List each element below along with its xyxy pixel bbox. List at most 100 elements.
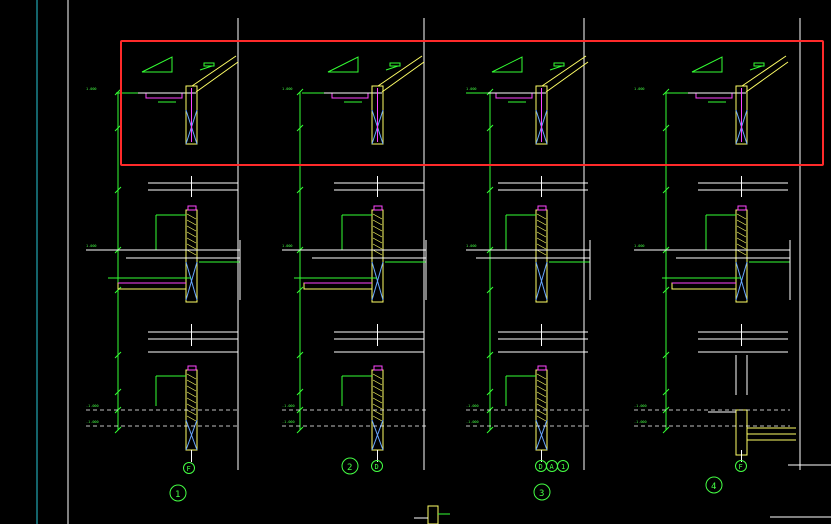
hatch: [536, 373, 547, 380]
dimension-tick: [486, 426, 494, 434]
slope-triangle: [491, 56, 523, 73]
elevation-label-middle: 1.000: [282, 244, 293, 248]
dimension-tick: [296, 88, 304, 96]
dimension-tick: [296, 124, 304, 132]
wall-section-bottom: [735, 409, 748, 456]
elevation-label-bottom-b: -1.000: [466, 420, 479, 424]
slope-triangle: [141, 56, 173, 73]
elevation-label-middle: 1.000: [634, 244, 645, 248]
dimension-tick: [296, 186, 304, 194]
elevation-label-bottom-b: -1.000: [86, 420, 99, 424]
hatch: [186, 391, 197, 398]
dimension-tick: [296, 388, 304, 396]
hatch: [186, 373, 197, 380]
leader-line: [749, 65, 763, 71]
coping: [187, 205, 197, 211]
hatch: [536, 415, 547, 422]
hatch: [186, 237, 197, 244]
axis-mark-f-1-label: F: [187, 465, 191, 473]
roof-slope-line: [195, 61, 239, 93]
dimension-tick: [662, 124, 670, 132]
hatch: [372, 385, 383, 392]
wall-section-top: [371, 85, 384, 145]
section-mark-1-label: 1: [175, 490, 180, 500]
rebar: [535, 419, 548, 451]
slab-top: [695, 92, 733, 99]
hatch: [372, 213, 383, 220]
hatch: [372, 391, 383, 398]
rebar: [185, 419, 198, 451]
elevation-label-top: 1.000: [634, 87, 645, 91]
hatch: [186, 409, 197, 416]
wall-section-top: [735, 85, 748, 145]
leader-line: [385, 65, 399, 71]
coping: [187, 365, 197, 371]
rebar: [535, 261, 548, 301]
elevation-label-middle: 1.000: [86, 244, 97, 248]
dimension-tick: [662, 388, 670, 396]
hatch: [186, 219, 197, 226]
dimension-tick: [486, 286, 494, 294]
section-mark-2-label: 2: [347, 463, 352, 473]
hatch: [736, 237, 747, 244]
dimension-tick: [662, 286, 670, 294]
hatch: [736, 225, 747, 232]
note-tag: [753, 62, 765, 67]
elevation-label-top: 1.000: [86, 87, 97, 91]
rebar: [735, 261, 748, 301]
roof-slope-line: [381, 61, 425, 93]
section-mark-4-label: 4: [711, 482, 716, 492]
note-tag: [203, 62, 215, 67]
coping: [373, 365, 383, 371]
hatch: [372, 403, 383, 410]
hatch: [536, 409, 547, 416]
roof-slope-line: [377, 55, 423, 87]
rebar: [371, 261, 384, 301]
hatch: [536, 379, 547, 386]
hatch: [372, 243, 383, 250]
hatch: [186, 213, 197, 220]
grid-separators: [237, 18, 801, 470]
hatch: [536, 213, 547, 220]
dimension-tick: [662, 426, 670, 434]
note-tag: [389, 62, 401, 67]
section-markers: 1 2 3 4 F D D A 1 F: [169, 457, 747, 502]
roof-slope-line: [541, 55, 587, 87]
hatch: [186, 249, 197, 256]
slab-top: [495, 92, 533, 99]
hatch: [536, 219, 547, 226]
hatch: [536, 231, 547, 238]
axis-mark-f-4: [735, 460, 747, 472]
elevation-label-bottom-b: -1.000: [282, 420, 295, 424]
roof-slope-line: [545, 61, 589, 93]
detail-columns: 1.0001.000-1.000-1.0001.0001.000-1.000-1…: [86, 55, 796, 462]
coping: [537, 365, 547, 371]
hatch: [186, 243, 197, 250]
dimension-tick: [486, 124, 494, 132]
elevation-label-top: 1.000: [466, 87, 477, 91]
section-mark-1: [169, 484, 187, 502]
dimension-tick: [114, 351, 122, 359]
section-mark-4: [705, 476, 723, 494]
hatch: [186, 415, 197, 422]
axis-mark-d-3-label: D: [539, 463, 543, 471]
cantilever-slab: [117, 282, 187, 290]
hatch: [536, 243, 547, 250]
hatch: [372, 225, 383, 232]
cantilever-slab: [303, 282, 373, 290]
rebar: [185, 261, 198, 301]
hatch: [736, 213, 747, 220]
axis-mark-f-1: [183, 462, 195, 474]
slab-top: [331, 92, 369, 99]
hatch: [736, 219, 747, 226]
selection-rectangle[interactable]: [120, 40, 824, 166]
section-mark-2: [341, 457, 359, 475]
dimension-tick: [114, 186, 122, 194]
coping: [373, 205, 383, 211]
hatch: [186, 403, 197, 410]
dimension-tick: [296, 351, 304, 359]
